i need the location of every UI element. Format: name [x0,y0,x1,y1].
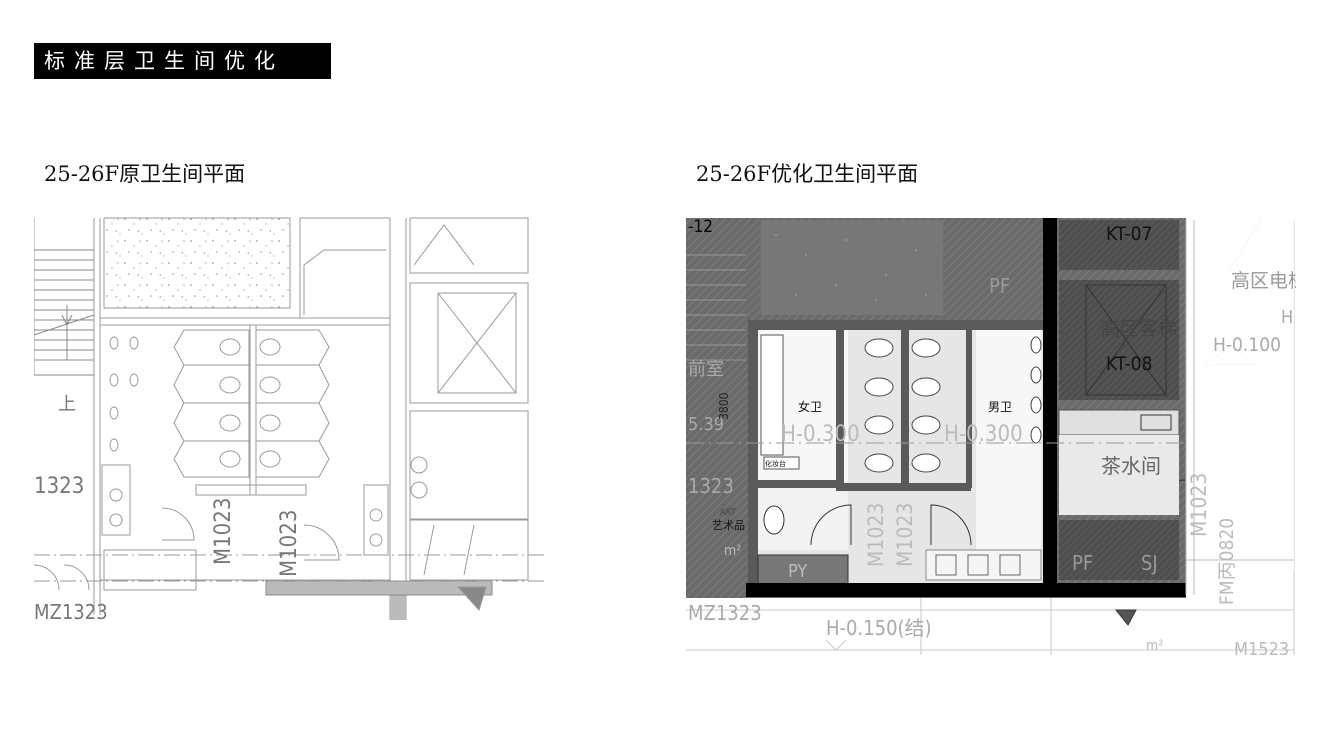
page-title: 标准层卫生间优化 [34,43,331,79]
pf-bottom-label: PF [1072,551,1093,575]
original-bottom-left-label: MZ1323 [34,600,108,620]
tea-room-label: 茶水间 [1101,454,1161,478]
women-label: 女卫 [798,399,822,414]
m2-bottom: m² [1146,638,1163,654]
toilet [864,338,894,358]
men-label: 男卫 [988,400,1012,414]
level-right-label: H-0.300 [944,422,1023,447]
pf-top-label: PF [989,274,1010,298]
original-door-left-label: M1023 [211,498,236,565]
m2-left: m² [724,543,741,559]
makeup-table-label: 化妆台 [765,459,786,468]
sj-label: SJ [1141,551,1158,575]
area-partial: 5.39 [688,414,724,435]
level-top-right: H-0.100 [1213,334,1281,356]
passenger-elevator-label: 高区客梯 [1101,318,1177,340]
m1523-label: M1523 [1234,639,1289,655]
kt08-label: KT-08 [1106,353,1152,375]
level-bottom-label: H-0.150(结) [826,616,932,640]
sinks-right [363,484,389,556]
room-partial: 前室 [688,359,724,380]
urinals-left [109,336,139,452]
bottom-left-label: MZ1323 [688,601,762,625]
py-label: PY [788,561,807,582]
optimized-plan-subtitle: 25-26F优化卫生间平面 [696,162,919,186]
dim-3800: 3800 [717,392,731,420]
h-mark: H [1281,307,1293,328]
level-left-label: H-0.300 [781,422,860,447]
kt07-label: KT-07 [1106,223,1152,245]
original-tag-1323: 1323 [34,474,84,499]
corner-tag: -12 [688,217,713,237]
shaft-speckle [103,217,291,309]
fm-label: FM丙0820 [1216,518,1238,605]
sinks-left [101,464,131,536]
door-label-1: M1023 [864,503,888,567]
art-label: ART [720,508,736,518]
door-label-2: M1023 [893,503,917,567]
original-floor-plan: 1323 MZ1323 上 M1023 M1023 [34,217,544,620]
tag-1323: 1323 [688,474,734,498]
stair [34,249,95,376]
art-piece-label: 艺术品 [712,519,745,532]
optimized-floor-plan: KT-07 KT-08 高区电梯 高区客梯 H H-0.100 PF -12 前… [686,217,1296,655]
original-plan-subtitle: 25-26F原卫生间平面 [44,162,246,186]
original-stair-up: 上 [58,394,76,415]
high-zone-elevator-label: 高区电梯 [1231,270,1296,292]
stalls-left [173,329,250,478]
stalls-right [255,329,330,478]
door-label-3: M1023 [1187,473,1211,537]
original-door-right-label: M1023 [277,510,302,577]
